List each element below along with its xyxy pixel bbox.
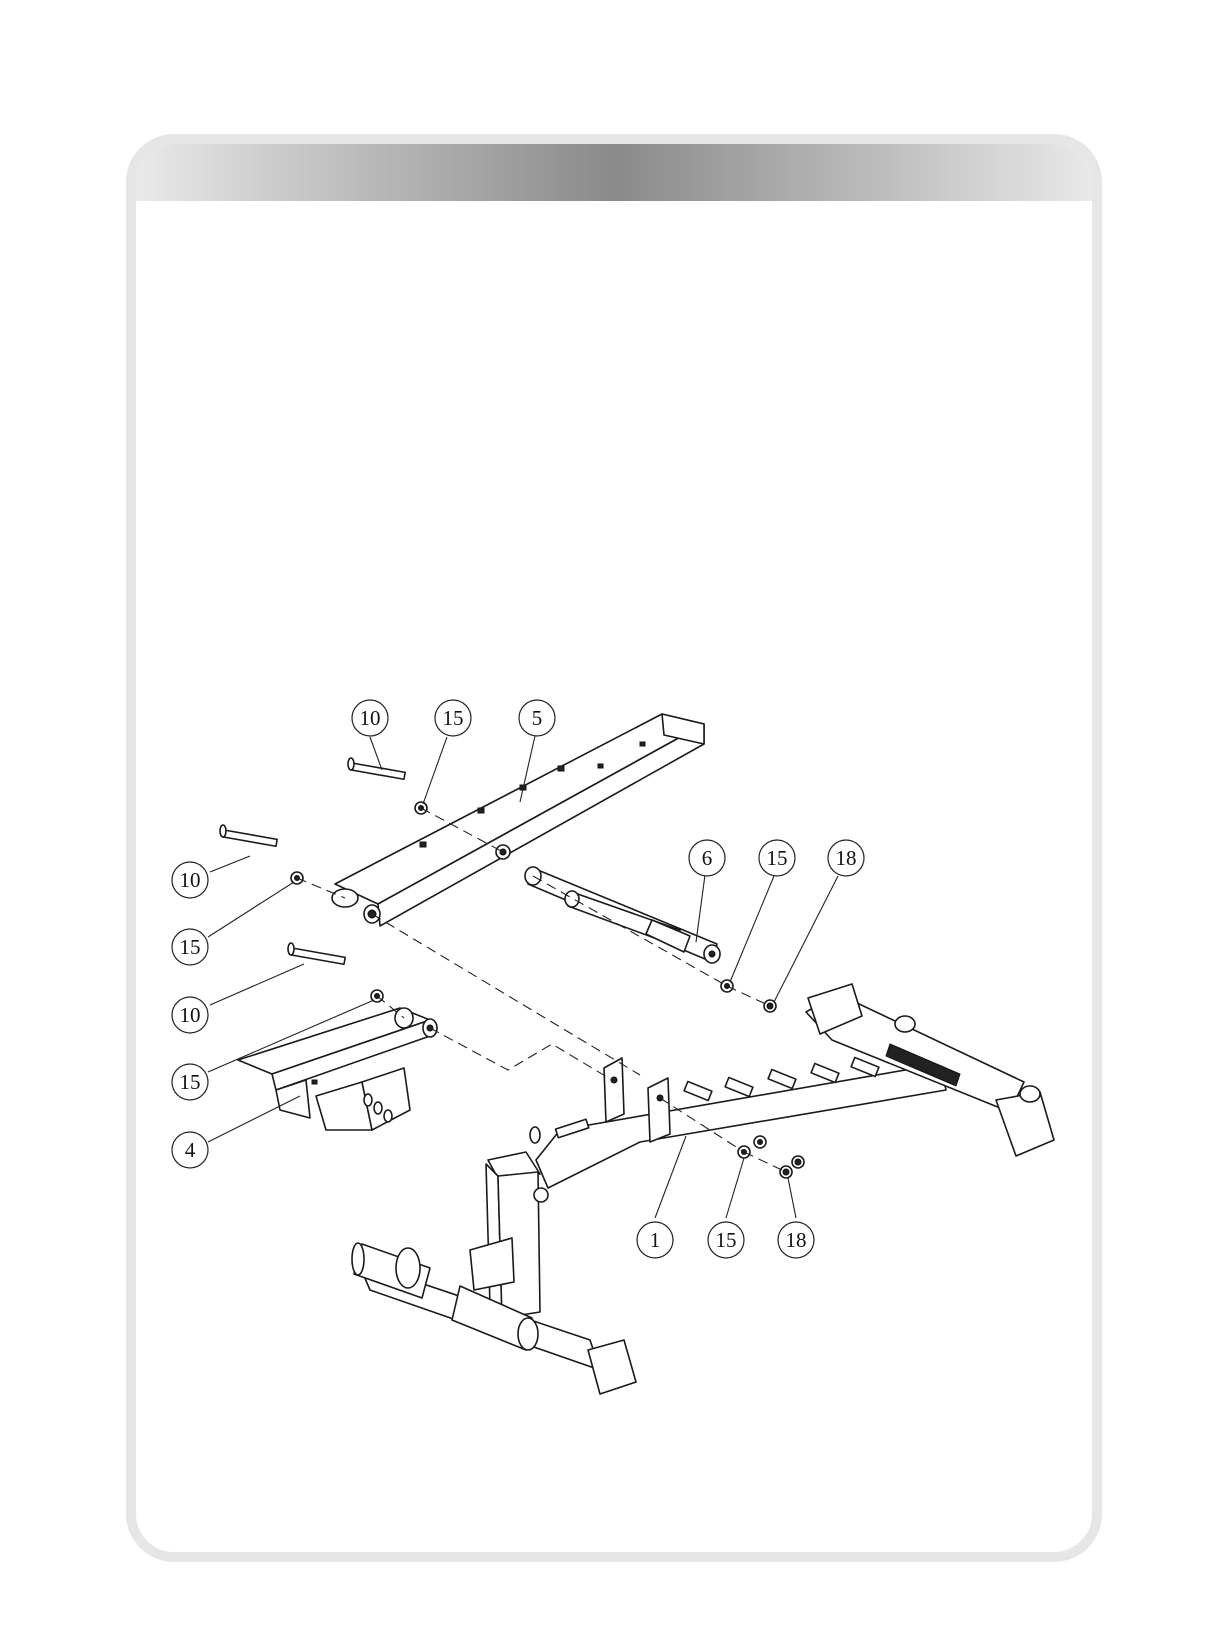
callout-10-left: 10 <box>172 862 208 898</box>
svg-text:10: 10 <box>180 868 201 892</box>
part-1-main-frame <box>352 984 1054 1394</box>
svg-text:10: 10 <box>360 706 381 730</box>
callout-5: 5 <box>519 700 555 736</box>
svg-text:4: 4 <box>185 1138 196 1162</box>
svg-text:1: 1 <box>650 1228 661 1252</box>
callout-15-left2: 15 <box>172 1064 208 1100</box>
callout-15-mid: 15 <box>759 840 795 876</box>
svg-text:6: 6 <box>702 846 713 870</box>
bolt-10-top <box>348 758 405 779</box>
callout-1: 1 <box>637 1222 673 1258</box>
svg-text:15: 15 <box>180 1070 201 1094</box>
svg-text:18: 18 <box>836 846 857 870</box>
part-6-support-bar <box>525 867 720 963</box>
nut-18-bottom <box>780 1156 804 1178</box>
callout-18-bottom: 18 <box>778 1222 814 1258</box>
callout-4: 4 <box>172 1132 208 1168</box>
svg-text:5: 5 <box>532 706 543 730</box>
bolt-10-left <box>220 825 277 846</box>
svg-text:15: 15 <box>767 846 788 870</box>
callout-10-top: 10 <box>352 700 388 736</box>
callout-18-mid: 18 <box>828 840 864 876</box>
part-5-upper-tube <box>332 714 704 926</box>
washer-15-bottom <box>738 1136 766 1158</box>
bolt-10-left2 <box>288 943 345 964</box>
svg-text:15: 15 <box>716 1228 737 1252</box>
callout-15-bottom: 15 <box>708 1222 744 1258</box>
svg-text:10: 10 <box>180 1003 201 1027</box>
callout-10-left2: 10 <box>172 997 208 1033</box>
callout-6: 6 <box>689 840 725 876</box>
svg-text:18: 18 <box>786 1228 807 1252</box>
svg-text:15: 15 <box>180 935 201 959</box>
callout-15-top: 15 <box>435 700 471 736</box>
svg-text:15: 15 <box>443 706 464 730</box>
callout-15-left: 15 <box>172 929 208 965</box>
